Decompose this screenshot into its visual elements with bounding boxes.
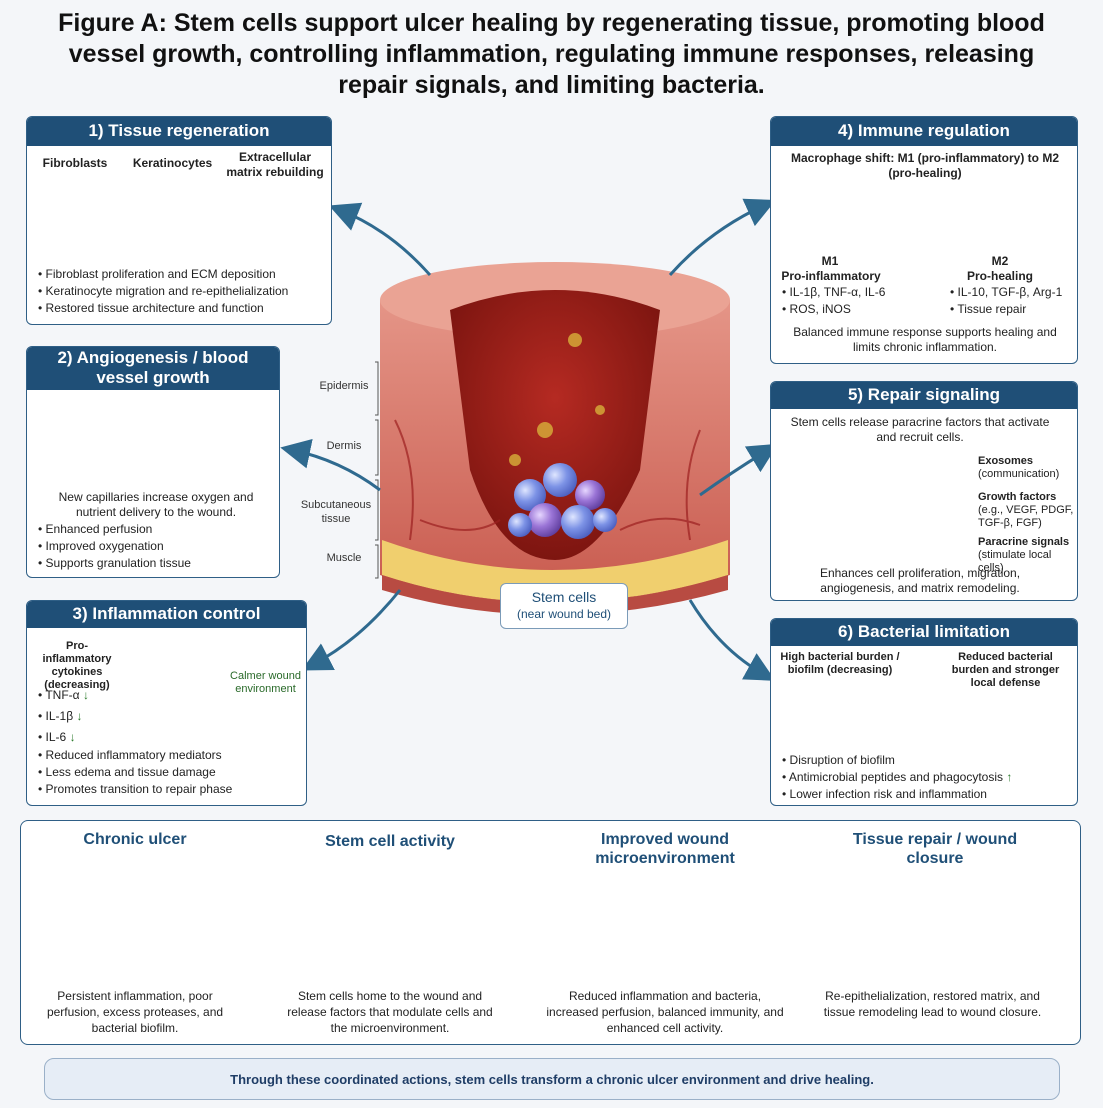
m2-items: IL-10, TGF-β, Arg-1Tissue repair (950, 284, 1075, 318)
p1-bullets: Fibroblast proliferation and ECM deposit… (38, 266, 328, 317)
p2-description: New capillaries increase oxygen and nutr… (58, 490, 254, 519)
panel-immune-regulation: 4) Immune regulation (770, 116, 1078, 364)
p5-subtitle: Stem cells release paracrine factors tha… (790, 415, 1050, 444)
step-chronic-ulcer-desc: Persistent inflammation, poor perfusion,… (46, 989, 224, 1035)
p6-bullets: Disruption of biofilm Antimicrobial pept… (782, 752, 1072, 803)
m1-role: Pro-inflammatory (781, 269, 881, 283)
step-stem-cell-activity: Stem cell activity (325, 833, 455, 850)
layer-muscle: Muscle (326, 552, 362, 564)
figure-title: Figure A: Stem cells support ulcer heali… (58, 9, 1045, 99)
panel-header: 5) Repair signaling (771, 382, 1077, 409)
layer-subcutaneous: Subcutaneous tissue (300, 499, 372, 525)
legend-exosomes: Exosomes(communication) (978, 455, 1060, 480)
step-stem-cell-activity-desc: Stem cells home to the wound and release… (287, 989, 493, 1035)
p4-note: Balanced immune response supports healin… (793, 325, 1057, 354)
step-tissue-repair: Tissue repair / wound closure (852, 831, 1018, 867)
step-chronic-ulcer: Chronic ulcer (83, 831, 187, 848)
m1-items: IL-1β, TNF-α, IL-6ROS, iNOS (782, 284, 897, 318)
cytokine-list: TNF-α ↓ IL-1β ↓ IL-6 ↓ (38, 685, 108, 748)
central-ulcer-illustration (375, 262, 730, 615)
p4-subtitle: Macrophage shift: M1 (pro-inflammatory) … (790, 151, 1059, 180)
layer-epidermis: Epidermis (319, 380, 369, 392)
panel-header: 3) Inflammation control (27, 601, 306, 628)
stem-cell-label: Stem cells (near wound bed) (500, 583, 628, 629)
panel-repair-signaling: 5) Repair signaling (770, 381, 1078, 601)
legend-growth-factors: Growth factors(e.g., VEGF, PDGF, TGF-β, … (978, 491, 1074, 529)
m2-name: M2 (991, 254, 1009, 268)
panel-header: 4) Immune regulation (771, 117, 1077, 146)
label-fibroblasts: Fibroblasts (42, 156, 108, 170)
panel-header: 2) Angiogenesis / blood vessel growth (27, 347, 279, 390)
step-tissue-repair-desc: Re-epithelialization, restored matrix, a… (823, 989, 1042, 1019)
step-improved-microenvironment: Improved wound microenvironment (595, 831, 735, 867)
step-improved-microenvironment-desc: Reduced inflammation and bacteria, incre… (546, 989, 784, 1035)
label-ecm: Extracellular matrix rebuilding (226, 150, 324, 179)
legend-paracrine: Paracrine signals(stimulate local cells) (978, 536, 1070, 574)
p3-bullets: Reduced inflammatory mediatorsLess edema… (38, 747, 303, 798)
p2-bullets: Enhanced perfusionImproved oxygenationSu… (38, 521, 273, 572)
biofilm-label: High bacterial burden / biofilm (decreas… (780, 651, 900, 676)
connector-arrows (280, 198, 779, 681)
m1-name: M1 (821, 254, 839, 268)
panel-header: 6) Bacterial limitation (771, 619, 1077, 646)
calmer-label: Calmer wound environment (230, 670, 301, 695)
stem-cell-cluster (508, 463, 617, 539)
layer-dermis: Dermis (326, 440, 362, 452)
m2-role: Pro-healing (966, 269, 1033, 283)
defense-label: Reduced bacterial burden and stronger lo… (951, 651, 1060, 689)
healing-timeline (20, 820, 1081, 1045)
panel-header: 1) Tissue regeneration (27, 117, 331, 146)
footer-summary: Through these coordinated actions, stem … (44, 1058, 1060, 1100)
p5-note: Enhances cell proliferation, migration, … (819, 566, 1021, 595)
label-keratinocytes: Keratinocytes (132, 156, 213, 170)
